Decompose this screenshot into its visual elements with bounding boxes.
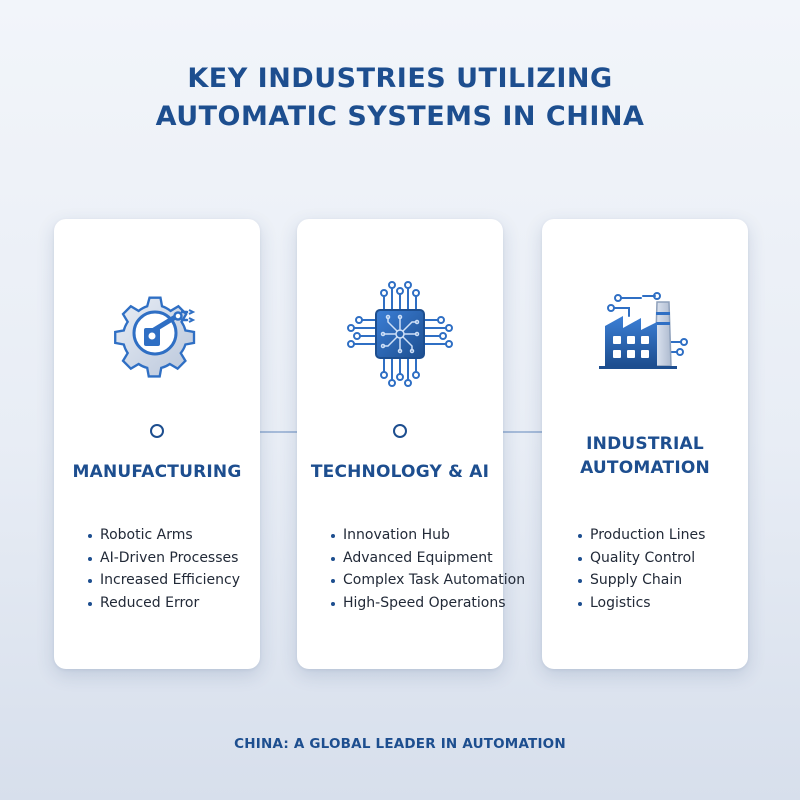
list-item: Supply Chain bbox=[578, 569, 705, 592]
footer-tagline: CHINA: A GLOBAL LEADER IN AUTOMATION bbox=[234, 736, 566, 752]
list-item: Increased Efficiency bbox=[88, 569, 240, 592]
list-item: Reduced Error bbox=[88, 592, 240, 615]
factory-icon bbox=[585, 274, 705, 394]
card-technology-ai: TECHNOLOGY & AI Innovation Hub Advanced … bbox=[297, 219, 525, 669]
list-item: Logistics bbox=[578, 592, 705, 615]
bullet-list: Robotic Arms AI-Driven Processes Increas… bbox=[88, 524, 240, 614]
list-item: Innovation Hub bbox=[331, 524, 525, 547]
bullet-list: Production Lines Quality Control Supply … bbox=[578, 524, 705, 614]
list-item: Complex Task Automation bbox=[331, 569, 525, 592]
list-item: AI-Driven Processes bbox=[88, 547, 240, 570]
page-title: KEY INDUSTRIES UTILIZING AUTOMATIC SYSTE… bbox=[0, 60, 800, 136]
list-item: Production Lines bbox=[578, 524, 705, 547]
card-title-line-1: INDUSTRIAL bbox=[586, 434, 704, 454]
list-item: High-Speed Operations bbox=[331, 592, 525, 615]
card-title-line-2: AUTOMATION bbox=[580, 458, 710, 478]
card-title: TECHNOLOGY & AI bbox=[310, 462, 490, 482]
list-item: Quality Control bbox=[578, 547, 705, 570]
card-industrial-automation: INDUSTRIAL AUTOMATION Production Lines Q… bbox=[542, 219, 748, 669]
timeline-node bbox=[393, 424, 407, 438]
card-manufacturing: MANUFACTURING Robotic Arms AI-Driven Pro… bbox=[54, 219, 260, 669]
card-title: MANUFACTURING bbox=[72, 462, 242, 482]
title-line-1: KEY INDUSTRIES UTILIZING bbox=[187, 63, 613, 94]
title-line-2: AUTOMATIC SYSTEMS IN CHINA bbox=[155, 101, 645, 132]
list-item: Advanced Equipment bbox=[331, 547, 525, 570]
gear-robotic-arm-icon bbox=[97, 274, 217, 394]
microchip-circuit-icon bbox=[340, 274, 460, 394]
timeline-node bbox=[150, 424, 164, 438]
list-item: Robotic Arms bbox=[88, 524, 240, 547]
card-title: INDUSTRIAL AUTOMATION bbox=[542, 432, 748, 480]
bullet-list: Innovation Hub Advanced Equipment Comple… bbox=[331, 524, 525, 614]
